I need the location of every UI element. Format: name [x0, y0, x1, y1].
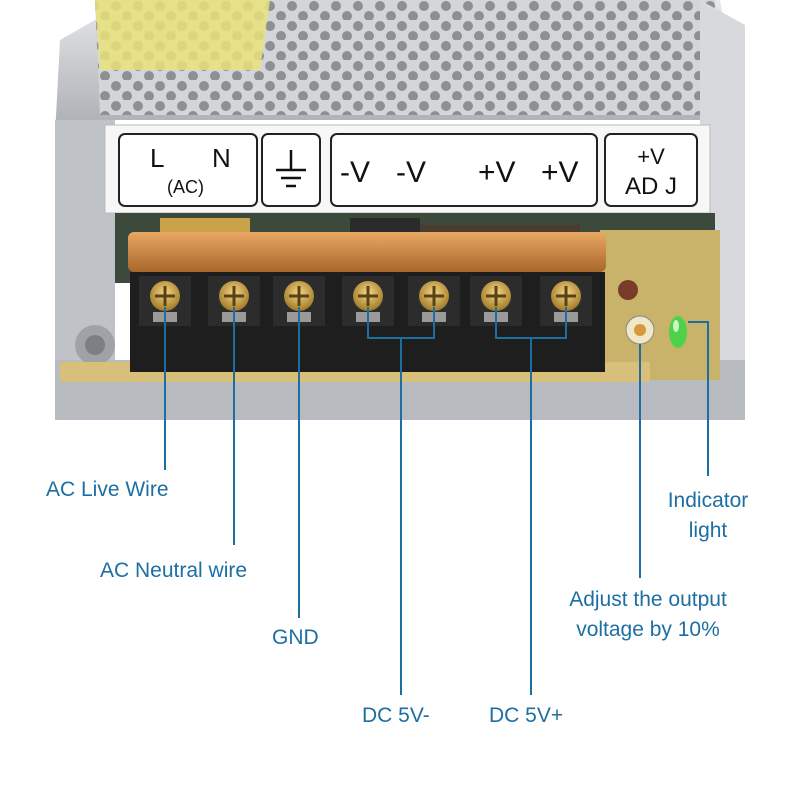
terminal-screw-6	[470, 276, 522, 326]
capacitor	[618, 280, 638, 300]
callout-ac-live-wire: AC Live Wire	[46, 478, 169, 501]
terminal-block	[128, 232, 606, 372]
callout-adjust-line2: voltage by 10%	[576, 618, 720, 641]
label-adj-bottom: AD J	[625, 173, 677, 200]
terminal-label-panel: L N (AC) -V -V +V +V +V AD J	[104, 124, 711, 214]
label-neg-1: -V	[340, 156, 370, 189]
callout-adjust-line1: Adjust the output	[569, 588, 727, 611]
indicator-led-icon	[669, 316, 687, 348]
callout-indicator-line2: light	[688, 519, 728, 542]
terminal-screw-3	[273, 276, 325, 326]
label-pos-1: +V	[478, 156, 516, 189]
callout-dc-positive: DC 5V+	[489, 704, 564, 727]
label-ac-sub: (AC)	[167, 177, 204, 197]
callout-adjust-voltage: Adjust the output voltage by 10%	[548, 585, 748, 645]
leader-lines	[164, 307, 709, 695]
callout-gnd: GND	[272, 626, 319, 649]
label-ac-neutral: N	[212, 143, 231, 173]
ground-symbol-icon	[276, 150, 306, 188]
label-neg-2: -V	[396, 156, 426, 189]
terminal-screw-5	[408, 276, 460, 326]
callout-ac-neutral-wire: AC Neutral wire	[100, 559, 248, 582]
voltage-adjust-potentiometer	[625, 315, 655, 345]
leader-line-indicator	[688, 321, 709, 476]
callout-indicator-line1: Indicator	[667, 489, 749, 512]
label-ac-live: L	[150, 143, 164, 173]
callout-dc-negative: DC 5V-	[362, 704, 430, 727]
callout-indicator-light: Indicator light	[658, 486, 758, 546]
label-adj-top: +V	[637, 144, 665, 169]
label-pos-2: +V	[541, 156, 579, 189]
